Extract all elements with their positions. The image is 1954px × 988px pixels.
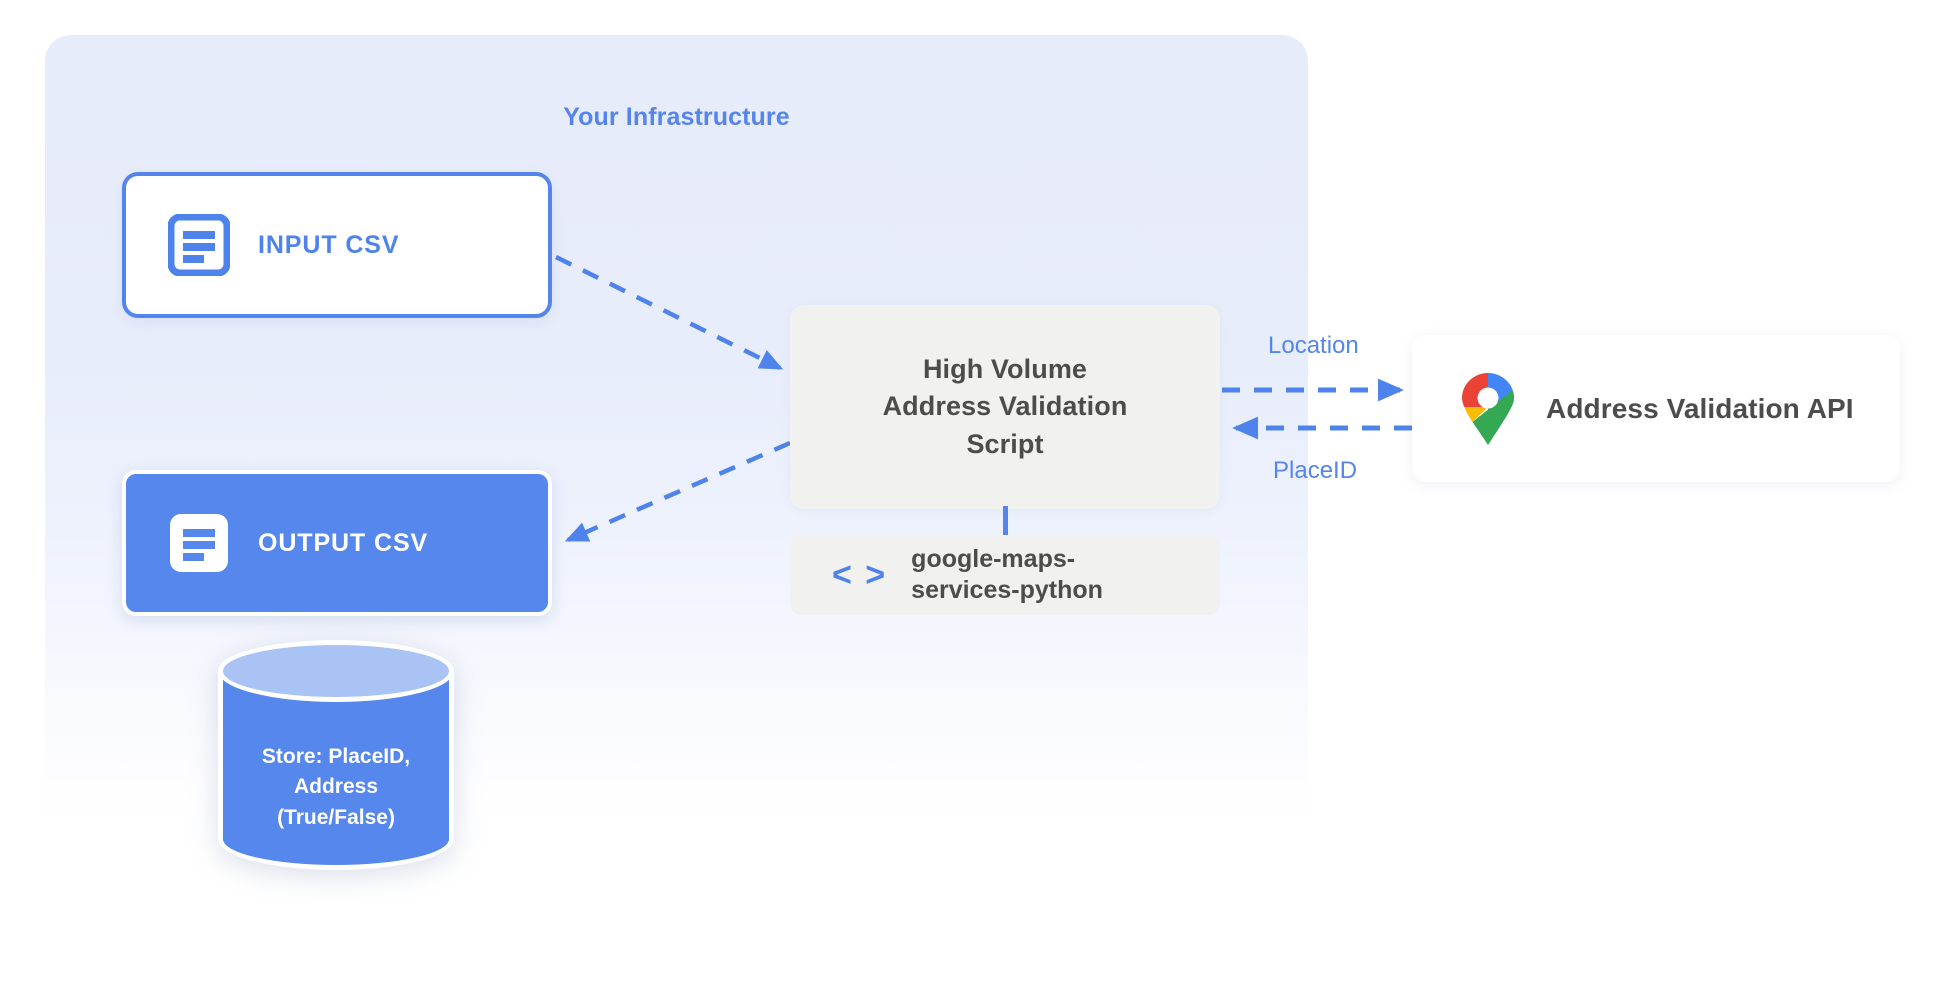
node-input-csv[interactable]: INPUT CSV <box>122 172 552 318</box>
library-label-line2: services-python <box>911 576 1103 604</box>
node-output-csv[interactable]: OUTPUT CSV <box>122 470 552 616</box>
database-label-line2: Address <box>293 775 379 799</box>
node-api-label: Address Validation API <box>1546 392 1854 424</box>
database-label-line3: (True/False) <box>277 805 395 829</box>
node-address-validation-api[interactable]: Address Validation API <box>1412 335 1900 482</box>
edge-label-placeid: PlaceID <box>1273 457 1358 484</box>
your-infrastructure-title: Your Infrastructure <box>563 103 790 131</box>
node-output-csv-label: OUTPUT CSV <box>258 528 429 557</box>
code-brackets-icon: < > <box>832 556 888 594</box>
script-label-line1: High Volume <box>922 354 1088 385</box>
node-library[interactable]: < > google-maps- services-python <box>790 535 1220 615</box>
node-script-label: High Volume Address Validation Script <box>883 351 1128 463</box>
node-script[interactable]: High Volume Address Validation Script <box>790 305 1220 509</box>
document-icon <box>168 214 230 276</box>
node-input-csv-label: INPUT CSV <box>258 230 400 259</box>
script-label-line2: Address Validation <box>882 391 1128 422</box>
document-icon <box>170 514 228 572</box>
node-library-label: google-maps- services-python <box>911 544 1103 607</box>
node-database-label: Store: PlaceID, Address (True/False) <box>218 742 454 833</box>
google-maps-pin-icon <box>1462 372 1514 445</box>
database-label-line1: Store: PlaceID, <box>261 745 411 768</box>
edge-label-location: Location <box>1268 332 1359 359</box>
script-label-line3: Script <box>966 428 1044 459</box>
database-cylinder-top <box>218 640 454 702</box>
edge-script-to-library <box>1003 506 1008 536</box>
node-database[interactable]: Store: PlaceID, Address (True/False) <box>218 640 454 870</box>
library-label-line1: google-maps- <box>911 544 1076 573</box>
